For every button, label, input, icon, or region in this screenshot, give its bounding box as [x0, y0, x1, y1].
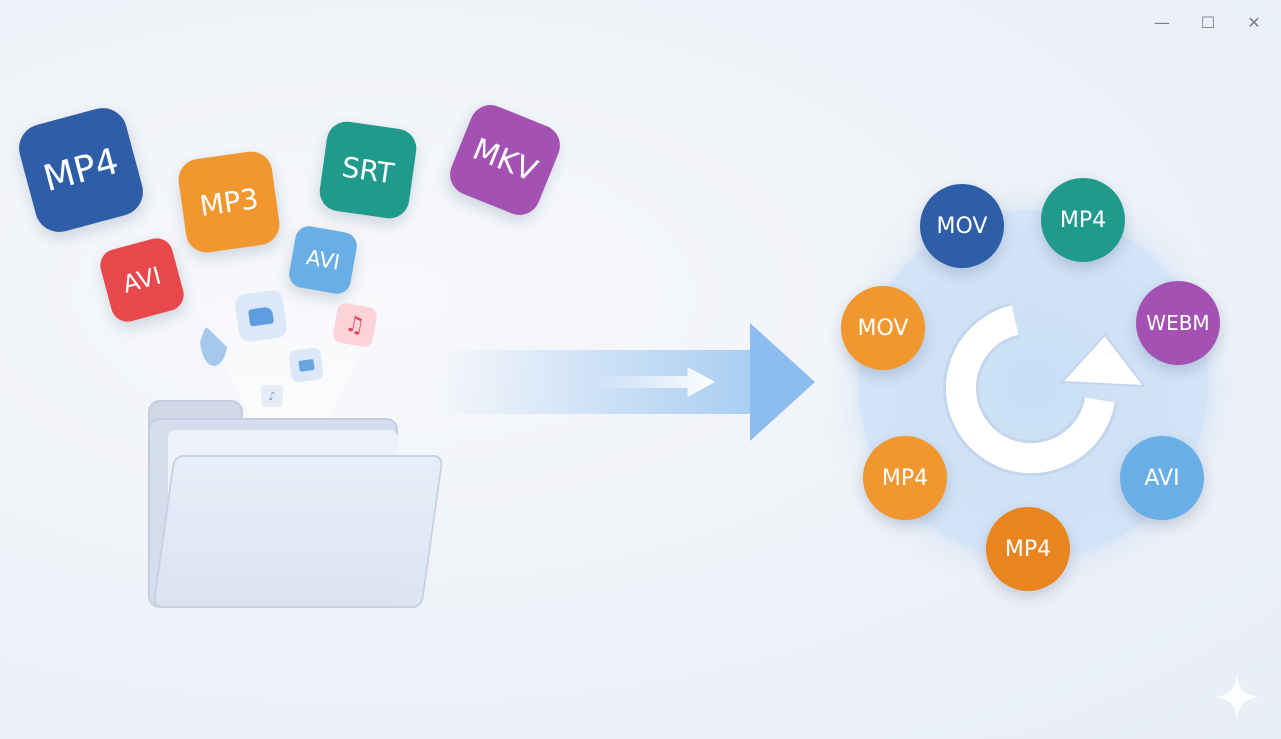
- tile-label: AVI: [119, 261, 165, 299]
- tile-label: MP3: [197, 181, 261, 223]
- file-tile-avi-red: AVI: [96, 234, 188, 326]
- format-avi: AVI: [1120, 436, 1204, 520]
- tile-label: AVI: [304, 245, 342, 275]
- file-tile-srt: SRT: [317, 119, 419, 221]
- tile-label: MP4: [39, 140, 123, 200]
- image-file-icon: [233, 288, 289, 344]
- folder-icon: [148, 400, 444, 608]
- refresh-arrow-icon: [943, 302, 1147, 477]
- format-label: WEBM: [1146, 311, 1210, 335]
- file-tile-avi-blue: AVI: [287, 224, 359, 296]
- conversion-arrow: [440, 323, 815, 441]
- tile-label: SRT: [339, 150, 397, 190]
- format-mov-blue: MOV: [920, 184, 1004, 268]
- format-label: MP4: [881, 465, 929, 491]
- file-tile-mp4: MP4: [13, 102, 149, 238]
- format-mp4-teal: MP4: [1041, 178, 1125, 262]
- format-label: MP4: [1004, 536, 1052, 562]
- sparkle-icon: [1214, 674, 1260, 720]
- format-mp4-orange: MP4: [863, 436, 947, 520]
- small-image-icon: [287, 346, 325, 384]
- music-file-icon: ♫: [331, 301, 379, 349]
- format-webm: WEBM: [1136, 281, 1220, 365]
- close-button[interactable]: ✕: [1247, 12, 1261, 32]
- small-music-icon: ♪: [261, 385, 283, 407]
- format-label: MOV: [936, 213, 988, 239]
- format-label: MOV: [857, 315, 909, 341]
- minimize-button[interactable]: —: [1154, 12, 1170, 32]
- maximize-button[interactable]: ☐: [1200, 12, 1216, 32]
- format-label: MP4: [1059, 207, 1107, 233]
- tile-label: MKV: [467, 131, 543, 189]
- format-mov-orange: MOV: [841, 286, 925, 370]
- format-mp4-darkorange: MP4: [986, 507, 1070, 591]
- format-label: AVI: [1144, 465, 1180, 491]
- file-tile-mkv: MKV: [443, 98, 567, 222]
- file-tile-mp3: MP3: [175, 148, 283, 256]
